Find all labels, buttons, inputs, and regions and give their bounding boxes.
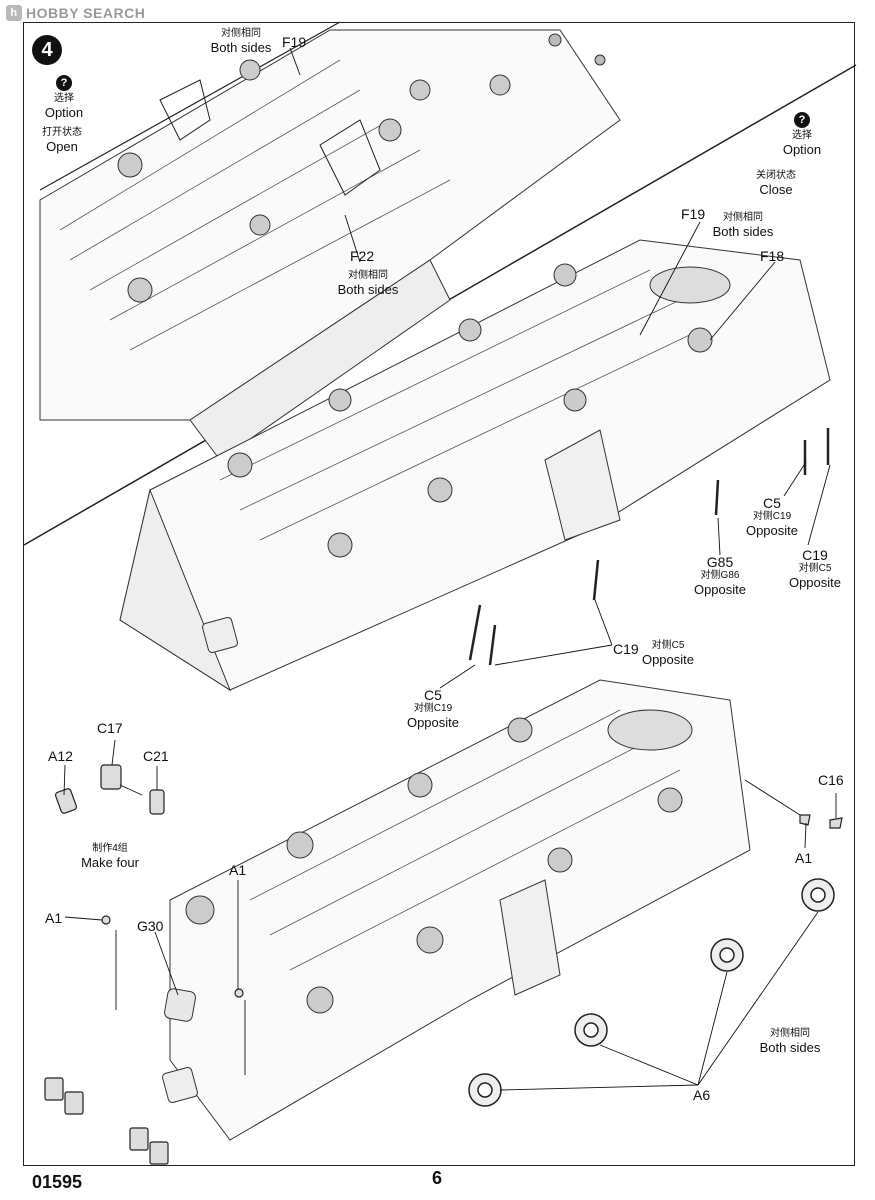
opposite-en: Opposite [641,652,695,667]
opposite-part-cn: 对侧C5 [798,563,832,574]
open-state-note: 打开状态 Open [34,127,90,154]
part-label-f19: F19 [282,34,307,50]
option-close-note: ? 选择 Option [777,112,827,157]
page-number: 6 [432,1168,443,1188]
both-sides-en: Both sides [337,282,399,297]
open-state-cn: 打开状态 [42,127,82,138]
part-label-c19: C19 [802,547,828,563]
part-label-a1: A1 [795,850,813,866]
part-label-c5: C5 [424,687,442,703]
close-state-note: 关闭状态 Close [748,170,804,197]
both-sides-note: 对侧相同 Both sides [705,212,781,239]
part-label-c5: C5 [763,495,781,511]
part-note-g85: G85 对侧G86 Opposite [690,554,750,598]
part-note-c5-mid: C5 对侧C19 Opposite [402,687,464,731]
opposite-en: Opposite [406,715,460,730]
opposite-en: Opposite [693,582,747,597]
both-sides-cn: 对侧相同 [221,28,261,39]
part-label-f22: F22 [350,248,375,264]
part-label-c16: C16 [818,772,844,788]
part-label-f18: F18 [760,248,785,264]
open-state-en: Open [46,139,78,154]
part-label-c19: C19 [613,641,639,657]
question-icon: ? [794,112,810,128]
section-divider-line-top [39,21,341,191]
part-label-c17: C17 [97,720,123,736]
leader-lines [63,47,837,1091]
option-label-en: Option [782,142,822,157]
close-state-en: Close [759,182,793,197]
opposite-en: Opposite [788,575,842,590]
both-sides-en: Both sides [210,40,272,55]
both-sides-cn: 对侧相同 [770,1028,810,1039]
instruction-frame [23,22,855,1166]
option-label-cn: 选择 [792,130,812,141]
part-note-c19-right: C19 对侧C5 Opposite [785,547,845,591]
hull-bottom [162,679,835,1141]
option-open-note: ? 选择 Option [40,75,88,120]
watermark-logo-icon: h [6,5,22,21]
make-four-en: Make four [81,855,139,870]
opposite-part-cn: 对侧C5 [651,640,685,651]
make-four-cn: 制作4组 [92,843,128,854]
part-label-a6: A6 [693,1087,711,1103]
opposite-note: 对侧C5 Opposite [640,640,696,667]
hobby-search-watermark: h HOBBY SEARCH [6,5,145,21]
part-label-c21: C21 [143,748,169,764]
part-label-g85: G85 [706,554,734,570]
opposite-en: Opposite [745,523,799,538]
hull-open-option [39,29,621,461]
both-sides-en: Both sides [759,1040,821,1055]
both-sides-cn: 对侧相同 [348,270,388,281]
question-icon: ? [56,75,72,91]
make-four-note: 制作4组 Make four [78,843,142,870]
kit-code: 01595 [32,1172,83,1192]
close-state-cn: 关闭状态 [756,170,796,181]
both-sides-note: 对侧相同 Both sides [330,270,406,297]
both-sides-note: 对侧相同 Both sides [752,1028,828,1055]
watermark-text: HOBBY SEARCH [26,5,146,21]
opposite-part-cn: 对侧C19 [752,511,792,522]
part-note-c5-right: C5 对侧C19 Opposite [742,495,802,539]
both-sides-cn: 对侧相同 [723,212,763,223]
sub-assembly-parts [44,764,843,1165]
part-label-f19: F19 [681,206,706,222]
assembly-arrows [115,779,801,1075]
step-number-badge: 4 [32,35,62,65]
both-sides-note: 对侧相同 Both sides [205,28,277,55]
part-label-a1: A1 [45,910,63,926]
both-sides-en: Both sides [712,224,774,239]
option-label-en: Option [44,105,84,120]
opposite-part-cn: 对侧C19 [413,703,453,714]
part-label-g30: G30 [137,918,164,934]
hull-closed-option [119,239,831,692]
part-label-a1: A1 [229,862,247,878]
opposite-part-cn: 对侧G86 [700,570,740,581]
part-label-a12: A12 [48,748,73,764]
option-label-cn: 选择 [54,93,74,104]
